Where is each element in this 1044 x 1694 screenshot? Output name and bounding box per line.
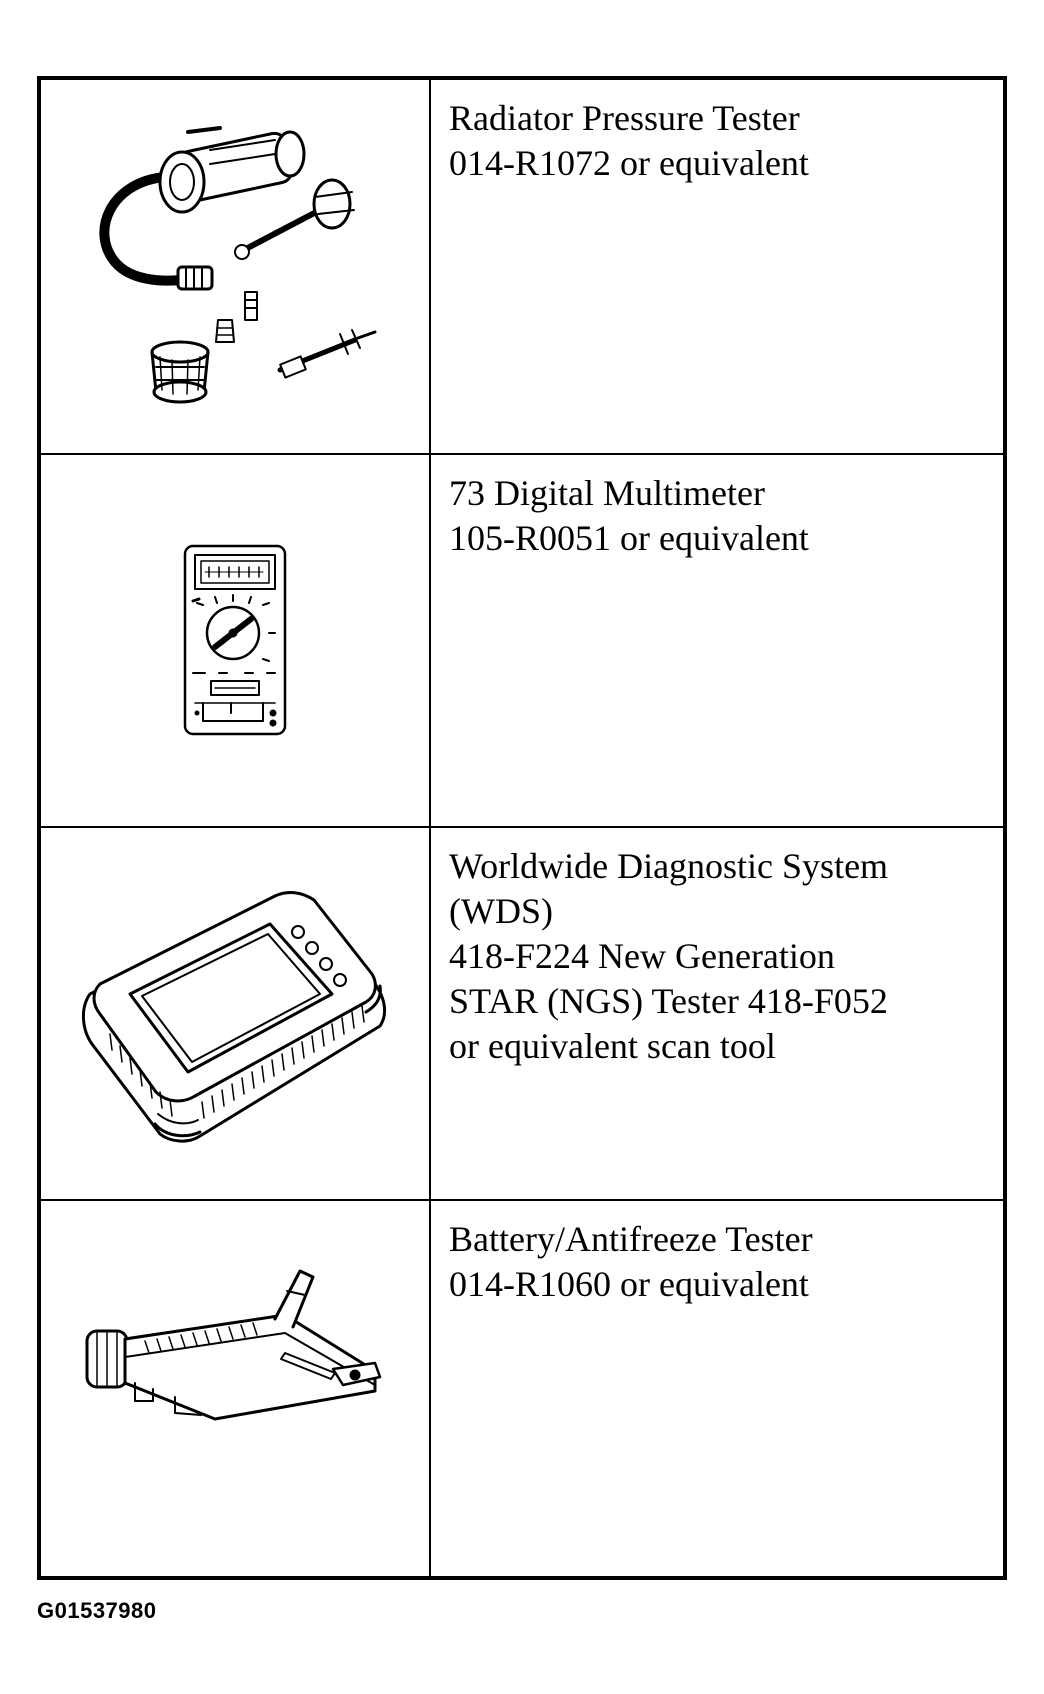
- tool-part-number: 014-R1060 or equivalent: [449, 1264, 809, 1304]
- tool-name-abbrev: (WDS): [449, 891, 553, 931]
- tool-description-4: Battery/Antifreeze Tester 014-R1060 or e…: [431, 1201, 1003, 1576]
- tool-description-3: Worldwide Diagnostic System (WDS) 418-F2…: [431, 828, 1003, 1201]
- tool-part-number: 105-R0051 or equivalent: [449, 518, 809, 558]
- diagnostic-system-icon: [82, 890, 387, 1142]
- tool-equivalent-note: or equivalent scan tool: [449, 1026, 776, 1066]
- tool-image-cell-2: [41, 455, 431, 828]
- tool-name: Battery/Antifreeze Tester: [449, 1219, 813, 1259]
- tool-description-1: Radiator Pressure Tester 014-R1072 or eq…: [431, 80, 1003, 455]
- tool-part-number: 418-F224 New Generation: [449, 936, 835, 976]
- tool-image-cell-4: [41, 1201, 431, 1576]
- figure-id-caption: G01537980: [37, 1598, 157, 1623]
- radiator-pressure-tester-icon: [99, 125, 377, 403]
- tool-image-cell-1: [41, 80, 431, 455]
- tool-description-2: 73 Digital Multimeter 105-R0051 or equiv…: [431, 455, 1003, 828]
- tool-name: 73 Digital Multimeter: [449, 473, 765, 513]
- tool-part-number: 014-R1072 or equivalent: [449, 143, 809, 183]
- tool-name: Worldwide Diagnostic System: [449, 846, 889, 886]
- tool-name: Radiator Pressure Tester: [449, 98, 800, 138]
- special-tools-table: Radiator Pressure Tester 014-R1072 or eq…: [37, 76, 1007, 1580]
- battery-antifreeze-tester-icon: [85, 1269, 382, 1421]
- digital-multimeter-icon: [183, 544, 287, 735]
- tool-image-cell-3: [41, 828, 431, 1201]
- tool-part-number: STAR (NGS) Tester 418-F052: [449, 981, 888, 1021]
